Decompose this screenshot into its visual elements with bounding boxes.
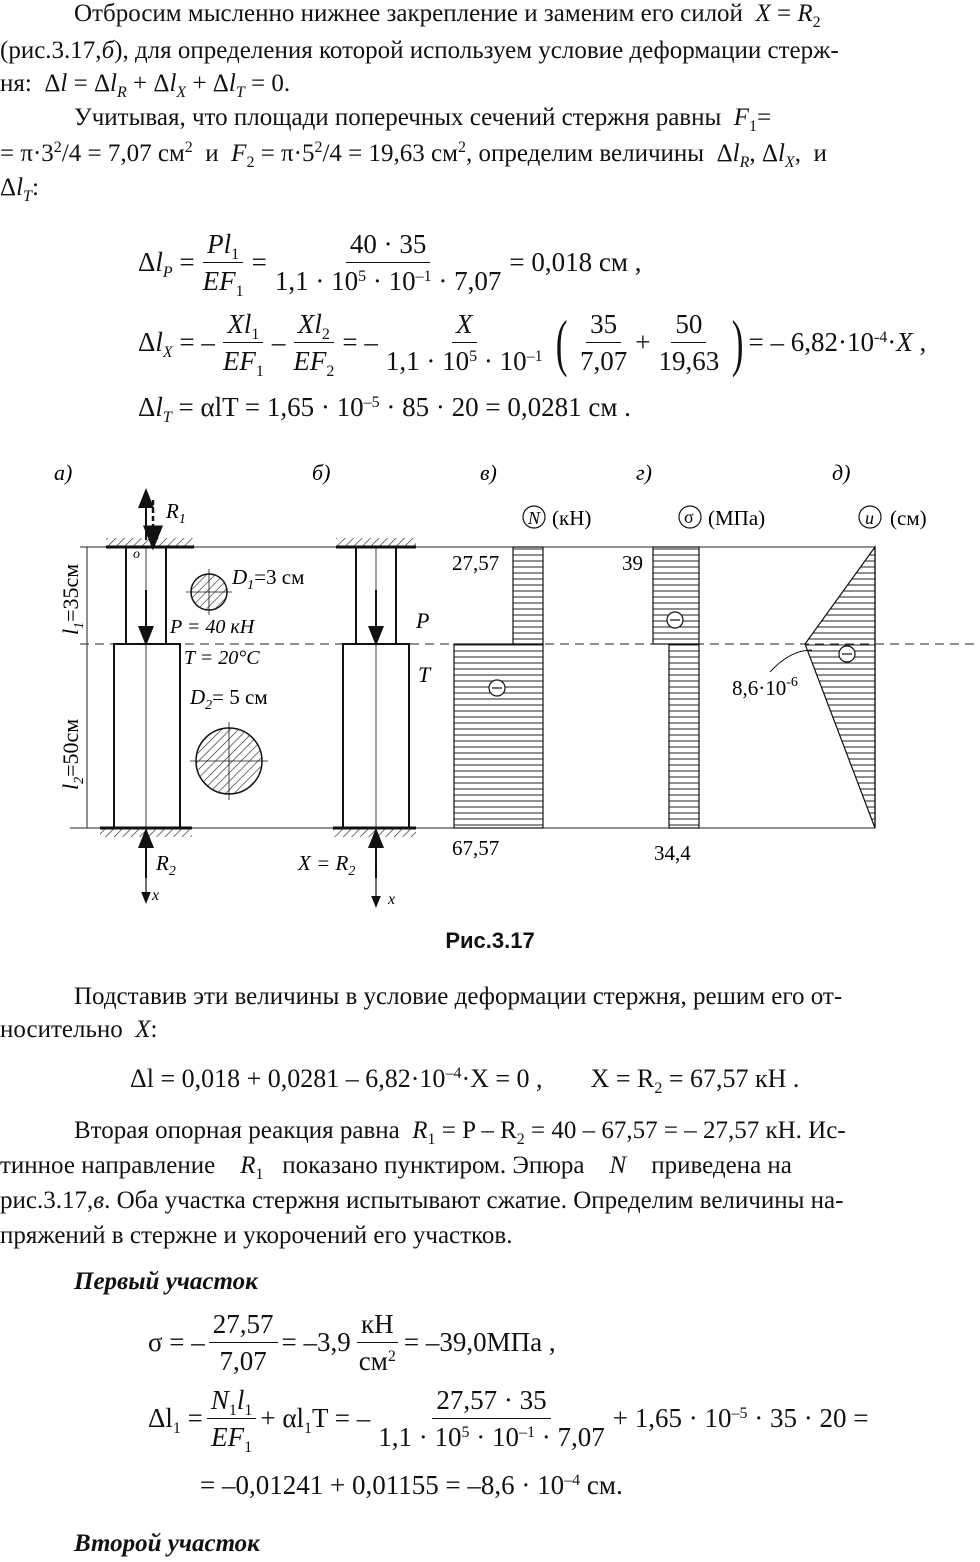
svg-text:(кН): (кН) (552, 506, 591, 530)
dimension-l1: l1=35см (58, 547, 88, 644)
rod-a: R1 о R2 x (100, 488, 194, 904)
para4-line3: рис.3.17,в. Оба участка стержня испытыва… (0, 1187, 844, 1214)
para1-line3: ня: Δl = ΔlR + ΔlX + ΔlT = 0. (0, 70, 291, 101)
equation-dl-t: ΔlT = αlT = 1,65 · 10–5 · 85 · 20 = 0,02… (138, 392, 631, 426)
figure-caption: Рис.3.17 (445, 928, 535, 953)
svg-text:P = 40 кН: P = 40 кН (169, 616, 256, 638)
diagram-sigma: σ (МПа) 39 34,4 (622, 505, 765, 865)
svg-text:R2: R2 (155, 851, 176, 879)
svg-text:(МПа): (МПа) (708, 506, 765, 530)
para4-line2: тинное направление R1 показано пунктиром… (0, 1152, 792, 1183)
diagram-u: u (см) 8,6·10-6 (732, 505, 927, 829)
svg-text:x: x (387, 891, 395, 908)
para4-line1: Вторая опорная реакция равна R1 = P – R2… (74, 1117, 846, 1148)
label-a: а) (54, 460, 72, 485)
svg-text:о: о (133, 547, 140, 562)
para2-line2: = π·32/4 = 7,07 см2 и F2 = π·52/4 = 19,6… (0, 139, 827, 171)
svg-text:σ: σ (684, 507, 694, 527)
para3-line1: Подставив эти величины в условие деформа… (74, 983, 843, 1010)
svg-text:D2= 5 см: D2= 5 см (189, 685, 268, 713)
svg-text:l1=35см: l1=35см (58, 564, 87, 635)
svg-text:39: 39 (622, 551, 643, 575)
rod-b: X = R2 x (297, 538, 416, 908)
svg-text:67,57: 67,57 (452, 836, 499, 860)
para2-line1: Учитывая, что площади поперечных сечений… (74, 104, 772, 135)
para2-line3: ΔlT: (0, 174, 39, 205)
equation-solve: Δl = 0,018 + 0,0281 – 6,82·10–4·X = 0 , … (130, 1064, 800, 1097)
para1-line2: (рис.3.17,б), для определения которой ис… (0, 37, 839, 64)
svg-text:T = 20°C: T = 20°C (184, 647, 260, 669)
heading-first-section: Первый участок (74, 1268, 258, 1295)
label-g: г) (636, 460, 652, 485)
svg-text:D1=3 см: D1=3 см (231, 565, 304, 593)
svg-text:8,6·10-6: 8,6·10-6 (732, 675, 798, 700)
svg-text:R1: R1 (165, 499, 186, 527)
svg-text:27,57: 27,57 (452, 551, 499, 575)
diagram-N: N (кН) 27,57 67,57 (452, 505, 591, 860)
equation-dl1-result: = –0,01241 + 0,01155 = –8,6 · 10–4 см. (200, 1470, 623, 1500)
svg-text:l2=50см: l2=50см (58, 719, 87, 790)
para3-line2: носительно X: (0, 1016, 158, 1043)
svg-text:N: N (527, 508, 541, 528)
dimension-l2: l2=50см (58, 644, 88, 828)
svg-text:x: x (151, 887, 159, 904)
label-d: д) (832, 460, 850, 485)
para4-line4: пряжений в стержне и укорочений его учас… (0, 1222, 513, 1249)
figure-3-17: а) б) в) г) д) l1=35см l2=50см R1 о R2 x (54, 460, 980, 908)
svg-text:(см): (см) (890, 506, 927, 530)
para1-line1: Отбросим мысленно нижнее закрепление и з… (74, 0, 821, 31)
label-v: в) (480, 460, 497, 485)
label-b: б) (312, 460, 330, 485)
svg-text:P: P (415, 608, 429, 633)
svg-text:34,4: 34,4 (654, 841, 691, 865)
heading-second-section: Второй участок (74, 1530, 260, 1557)
svg-text:X = R2: X = R2 (297, 851, 355, 879)
svg-text:T: T (418, 662, 432, 687)
svg-text:u: u (865, 508, 874, 528)
